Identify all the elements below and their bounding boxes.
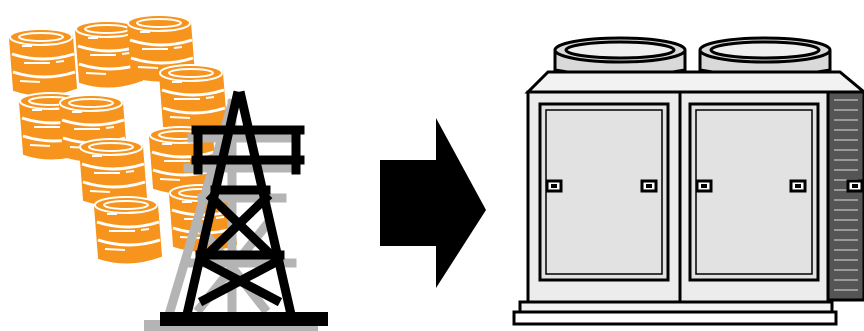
arrow-right-icon — [380, 118, 486, 288]
transmission-tower-icon — [144, 90, 328, 331]
outdoor-ac-unit-icon — [512, 36, 864, 326]
